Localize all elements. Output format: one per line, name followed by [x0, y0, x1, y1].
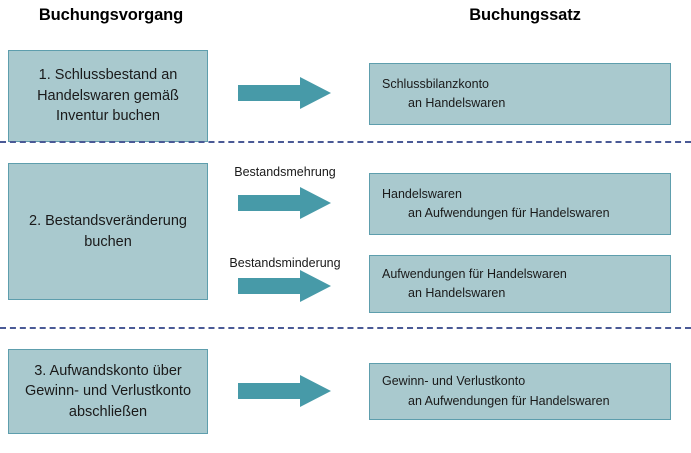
booking-entry-debit: Aufwendungen für Handelswaren [382, 266, 567, 281]
booking-entry-credit: an Aufwendungen für Handelswaren [408, 206, 610, 220]
column-heading-buchungsvorgang: Buchungsvorgang [38, 6, 184, 24]
booking-entry-debit: Schlussbilanzkonto [382, 76, 490, 91]
process-box-step-3: 3. Aufwandskonto über Gewinn- und Verlus… [8, 349, 208, 434]
section-divider-1 [0, 141, 691, 143]
booking-entry-credit: an Handelswaren [408, 286, 506, 300]
booking-entry-credit: an Aufwendungen für Handelswaren [408, 393, 610, 408]
booking-entry-box-2: Handelswaren an Aufwendungen für Handels… [369, 173, 671, 235]
right-arrow-icon [238, 77, 331, 109]
booking-entry-box-4: Gewinn- und Verlustkonto an Aufwendungen… [369, 363, 671, 420]
column-heading-buchungssatz: Buchungssatz [469, 6, 581, 24]
right-arrow-icon [238, 187, 331, 219]
process-box-step-2: 2. Bestandsveränderung buchen [8, 163, 208, 300]
booking-entry-credit: an Handelswaren [408, 96, 506, 110]
right-arrow-icon [238, 270, 331, 302]
arrow-caption-bestandsmehrung: Bestandsmehrung [234, 165, 336, 179]
section-divider-2 [0, 327, 691, 329]
arrow-caption-bestandsminderung: Bestandsminderung [229, 256, 341, 270]
booking-entry-debit: Handelswaren [382, 186, 462, 201]
right-arrow-icon [238, 375, 331, 407]
process-box-step-1: 1. Schlussbestand an Handelswaren gemäß … [8, 50, 208, 142]
booking-entry-box-3: Aufwendungen für Handelswaren an Handels… [369, 255, 671, 313]
booking-entry-debit: Gewinn- und Verlustkonto [382, 374, 526, 389]
booking-entry-box-1: Schlussbilanzkonto an Handelswaren [369, 63, 671, 125]
